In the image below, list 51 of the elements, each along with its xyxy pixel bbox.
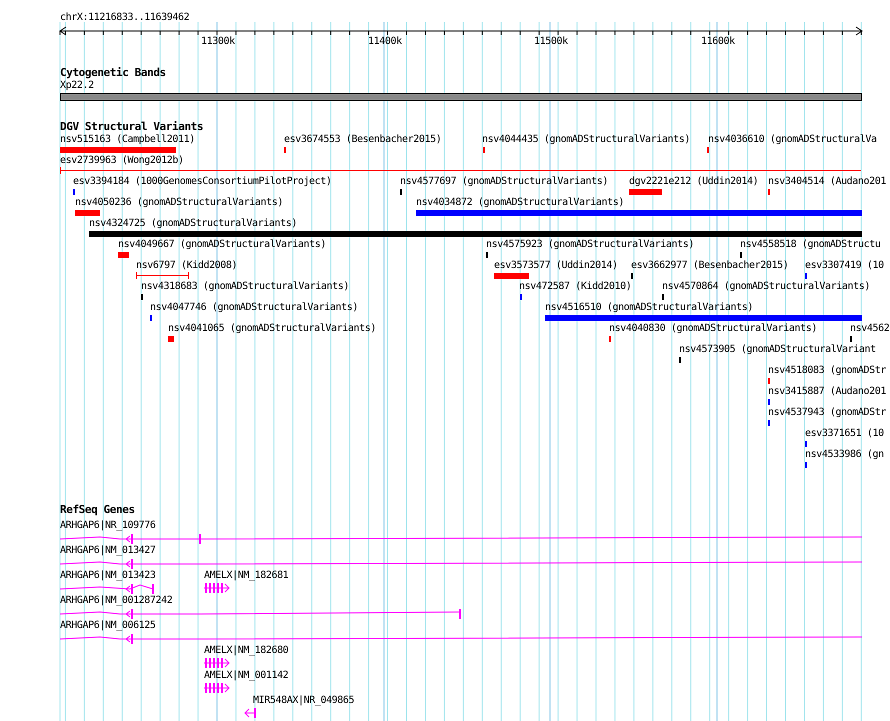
variant-label: nsv4034872 (gnomADStructuralVariants) (416, 197, 624, 209)
gene-label: MIR548AX|NR_049865 (253, 695, 354, 707)
variant-label: nsv6797 (Kidd2008) (136, 260, 238, 272)
gene-label: AMELX|NM_182681 (204, 570, 288, 582)
gene-label: ARHGAP6|NM_006125 (60, 620, 156, 632)
variant-label: nsv4036610 (gnomADStructuralVa (708, 134, 877, 146)
variant-label: nsv4570864 (gnomADStructuralVariants) (662, 281, 870, 293)
variant-label: nsv4047746 (gnomADStructuralVariants) (150, 302, 358, 314)
gene-label: ARHGAP6|NM_001287242 (60, 595, 172, 607)
variant-label: nsv4318683 (gnomADStructuralVariants) (141, 281, 349, 293)
variant-label: esv3307419 (10 (805, 260, 884, 272)
track-title: RefSeq Genes (60, 504, 135, 516)
gene-label: AMELX|NM_182680 (204, 645, 288, 657)
variant-label: esv2739963 (Wong2012b) (60, 155, 184, 167)
variant-label: nsv4537943 (gnomADStr (768, 407, 886, 419)
variant-label: nsv4040830 (gnomADStructuralVariants) (609, 323, 817, 335)
gene-label: ARHGAP6|NM_013427 (60, 545, 156, 557)
variant-label: nsv4533986 (gn (805, 449, 884, 461)
variant-label: esv3394184 (1000GenomesConsortiumPilotProject) (73, 176, 332, 188)
variant-label: nsv4050236 (gnomADStructuralVariants) (75, 197, 283, 209)
tick-label: 11500k (534, 36, 568, 48)
gene-label: AMELX|NM_001142 (204, 670, 288, 682)
variant-label: nsv4518083 (gnomADStr (768, 365, 886, 377)
variant-label: nsv4573905 (gnomADStructuralVariant (679, 344, 876, 356)
variant-label: esv3662977 (Besenbacher2015) (631, 260, 788, 272)
variant-label: nsv4575923 (gnomADStructuralVariants) (486, 239, 694, 251)
gene-label: ARHGAP6|NM_013423 (60, 570, 156, 582)
variant-label: esv3573577 (Uddin2014) (494, 260, 618, 272)
variant-label: dgv2221e212 (Uddin2014) (629, 176, 758, 188)
track-title: DGV Structural Variants (60, 121, 204, 133)
variant-label: esv3371651 (10 (805, 428, 884, 440)
tick-label: 11600k (701, 36, 735, 48)
variant-label: nsv4516510 (gnomADStructuralVariants) (545, 302, 753, 314)
variant-label: nsv4049667 (gnomADStructuralVariants) (118, 239, 326, 251)
variant-label: esv3674553 (Besenbacher2015) (284, 134, 442, 146)
band-label: Xp22.2 (60, 80, 94, 92)
variant-label: nsv4558518 (gnomADStructu (740, 239, 881, 251)
ruler-title: chrX:11216833..11639462 (60, 12, 190, 24)
variant-label: nsv472587 (Kidd2010) (519, 281, 632, 293)
variant-label: nsv515163 (Campbell2011) (60, 134, 195, 146)
variant-label: nsv4044435 (gnomADStructuralVariants) (482, 134, 690, 146)
variant-label: nsv4577697 (gnomADStructuralVariants) (400, 176, 608, 188)
tick-label: 11400k (368, 36, 402, 48)
gene-label: ARHGAP6|NR_109776 (60, 520, 156, 532)
tick-label: 11300k (201, 36, 235, 48)
variant-label: nsv4562 (850, 323, 890, 335)
variant-label: nsv3415887 (Audano201 (768, 386, 886, 398)
variant-label: nsv4041065 (gnomADStructuralVariants) (168, 323, 376, 335)
variant-label: nsv4324725 (gnomADStructuralVariants) (89, 218, 297, 230)
variant-label: nsv3404514 (Audano201 (768, 176, 886, 188)
track-title: Cytogenetic Bands (60, 67, 166, 79)
